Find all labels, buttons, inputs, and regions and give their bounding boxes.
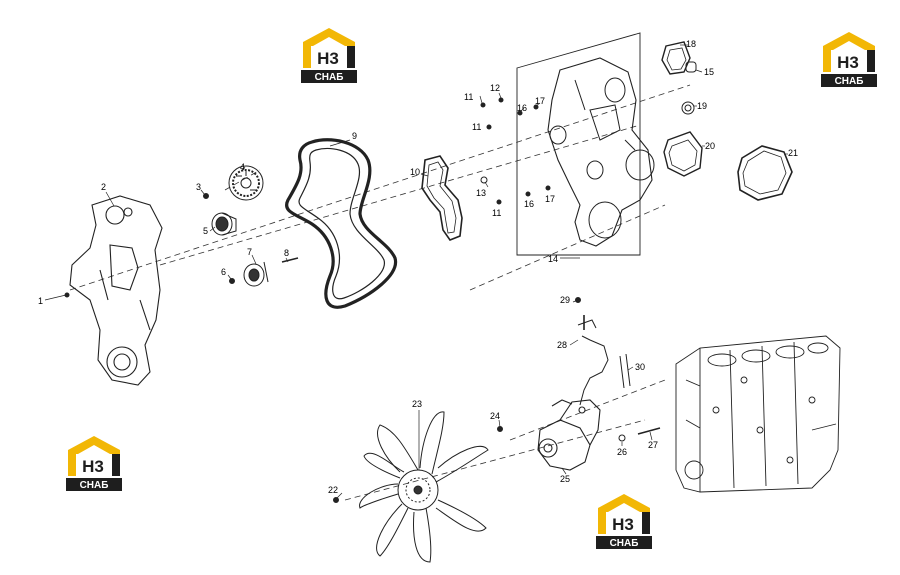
brand-word: СНАБ bbox=[80, 480, 109, 491]
callout-25: 25 bbox=[560, 474, 571, 484]
brand-logo: H3 СНАБ bbox=[817, 28, 881, 90]
rear-housing-part bbox=[516, 32, 655, 256]
sprocket-part bbox=[228, 165, 264, 201]
callout-15: 15 bbox=[704, 67, 715, 77]
water-pump-part bbox=[537, 399, 601, 471]
brand-logo: H3 СНАБ bbox=[297, 24, 361, 86]
callout-27: 27 bbox=[648, 440, 659, 450]
callout-12: 12 bbox=[490, 83, 501, 93]
timing-belt-part bbox=[285, 138, 398, 309]
brand-mark: H3 bbox=[82, 457, 104, 476]
assembly-axis-lines bbox=[69, 84, 691, 501]
brand-mark: H3 bbox=[317, 49, 339, 68]
callout-17a: 17 bbox=[535, 96, 546, 106]
callout-20: 20 bbox=[705, 141, 716, 151]
brand-logo: H3 СНАБ bbox=[592, 490, 656, 552]
callout-17b: 17 bbox=[545, 194, 556, 204]
fastener-parts bbox=[64, 97, 661, 503]
callout-5: 5 bbox=[203, 226, 209, 236]
callout-9: 9 bbox=[352, 131, 358, 141]
brand-logo-graphic: H3 СНАБ bbox=[66, 436, 122, 491]
brand-logo-graphic: H3 СНАБ bbox=[596, 494, 652, 549]
callout-19: 19 bbox=[697, 101, 708, 111]
brand-logo-graphic: H3 СНАБ bbox=[821, 32, 877, 87]
leader-lines bbox=[44, 44, 788, 500]
callout-11a: 11 bbox=[464, 92, 474, 102]
callout-11c: 11 bbox=[492, 208, 502, 218]
cover-plate-part bbox=[663, 131, 703, 177]
brand-word: СНАБ bbox=[610, 538, 639, 549]
callout-16b: 16 bbox=[524, 199, 535, 209]
callout-6: 6 bbox=[221, 267, 227, 277]
callout-30: 30 bbox=[635, 362, 646, 372]
tensioner-pulley-part bbox=[211, 212, 237, 236]
callout-23: 23 bbox=[412, 399, 423, 409]
callout-8: 8 bbox=[284, 248, 290, 258]
callout-28: 28 bbox=[557, 340, 568, 350]
timing-cover-part bbox=[69, 195, 163, 386]
callout-1: 1 bbox=[38, 296, 44, 306]
fan-part bbox=[359, 411, 489, 563]
seal-parts bbox=[661, 41, 697, 115]
callout-21: 21 bbox=[788, 148, 799, 158]
brand-mark: H3 bbox=[612, 515, 634, 534]
brand-logo: H3 СНАБ bbox=[62, 432, 126, 494]
brand-mark: H3 bbox=[837, 53, 859, 72]
brand-word: СНАБ bbox=[315, 72, 344, 83]
engine-block-part bbox=[675, 335, 841, 493]
callout-26: 26 bbox=[617, 447, 628, 457]
brand-word: СНАБ bbox=[835, 76, 864, 87]
gasket-part bbox=[421, 155, 463, 241]
callout-18: 18 bbox=[686, 39, 697, 49]
callout-14: 14 bbox=[548, 254, 559, 264]
callout-10: 10 bbox=[410, 167, 421, 177]
callout-2: 2 bbox=[101, 182, 107, 192]
callout-3: 3 bbox=[196, 182, 202, 192]
callout-11b: 11 bbox=[472, 122, 482, 132]
sensor-part bbox=[577, 315, 631, 406]
callout-16a: 16 bbox=[517, 103, 528, 113]
callout-29: 29 bbox=[560, 295, 571, 305]
brand-logo-graphic: H3 СНАБ bbox=[301, 28, 357, 83]
callout-13: 13 bbox=[476, 188, 487, 198]
callout-22: 22 bbox=[328, 485, 339, 495]
idler-pulley-part bbox=[243, 261, 269, 287]
callout-7: 7 bbox=[247, 247, 253, 257]
gasket-ring-part bbox=[737, 145, 793, 201]
callout-24: 24 bbox=[490, 411, 501, 421]
callout-4: 4 bbox=[240, 162, 246, 172]
